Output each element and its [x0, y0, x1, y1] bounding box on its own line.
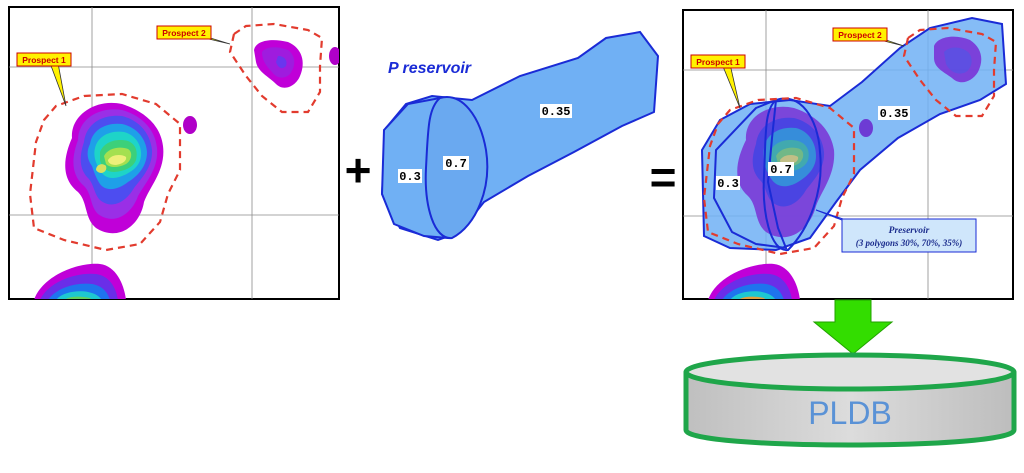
prospect-1-outline: [28, 92, 182, 252]
result-callout-prospect-2-label: Prospect 2: [838, 30, 882, 40]
value-label-0-7: 0.7: [445, 157, 467, 171]
preservoir-legend: Preservoir (3 polygons 30%, 70%, 35%): [815, 209, 977, 253]
callout-prospect-1: Prospect 1: [16, 52, 72, 107]
callout-prospect-2-label: Prospect 2: [162, 28, 206, 38]
result-value-0-3: 0.3: [717, 177, 739, 191]
small-anomaly: [183, 116, 197, 134]
callout-prospect-2: Prospect 2: [156, 25, 231, 45]
reservoir-polygons: P reservoir 0.3 0.7 0.35: [380, 30, 660, 242]
edge-anomaly: [329, 47, 339, 65]
down-arrow: [812, 299, 894, 355]
value-label-0-35: 0.35: [542, 105, 571, 119]
bottom-anomaly: [34, 263, 126, 299]
plus-operator: +: [345, 144, 372, 196]
prospect-1-anomaly: [65, 102, 164, 234]
result-callout-prospect-2: Prospect 2: [832, 27, 905, 47]
prospect-2-outline: [228, 22, 324, 114]
prospect-map-left: Prospect 1 Prospect 2: [8, 6, 340, 300]
result-value-0-7: 0.7: [770, 163, 792, 177]
callout-prospect-1-label: Prospect 1: [22, 55, 66, 65]
legend-detail: (3 polygons 30%, 70%, 35%): [856, 238, 963, 248]
result-value-0-35: 0.35: [880, 107, 909, 121]
pldb-database: PLDB: [683, 352, 1017, 448]
legend-title: Preservoir: [889, 226, 930, 236]
equals-operator: =: [650, 151, 677, 203]
database-label: PLDB: [808, 395, 892, 431]
prospect-2-anomaly: [254, 40, 303, 88]
prospect-map-result: 0.3 0.7 0.35 Prospect 1 Prospect 2 Prese…: [682, 9, 1014, 300]
result-callout-prospect-1-label: Prospect 1: [696, 57, 740, 67]
reservoir-title: P reservoir: [388, 60, 472, 77]
result-callout-prospect-1: Prospect 1: [690, 54, 746, 109]
value-label-0-3: 0.3: [399, 170, 421, 184]
